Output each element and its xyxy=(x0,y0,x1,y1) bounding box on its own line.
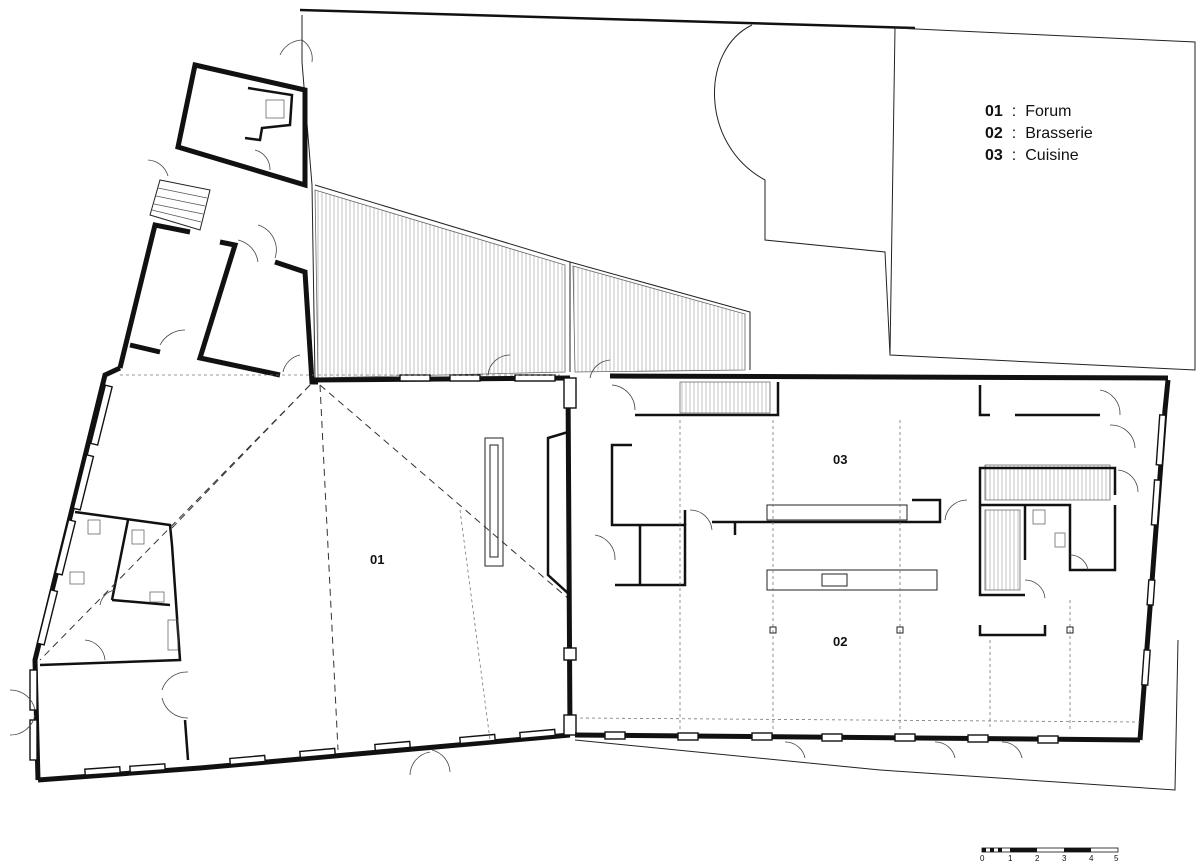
service-core xyxy=(978,385,1139,637)
scale-tick-0: 0 xyxy=(980,854,985,862)
site-outline xyxy=(299,8,1196,791)
legend-name: Brasserie xyxy=(1025,125,1093,142)
legend-code: 02 xyxy=(985,125,1003,142)
legend-name: Forum xyxy=(1025,103,1071,120)
legend-separator: : xyxy=(1012,103,1016,120)
kitchen-walls xyxy=(594,381,968,591)
north-facade xyxy=(311,354,1169,383)
room-label-02: 02 xyxy=(833,634,847,649)
west-facade xyxy=(9,365,122,781)
scale-tick-1: 1 xyxy=(1008,854,1013,862)
room-label-03: 03 xyxy=(833,452,847,467)
wc-block xyxy=(39,510,190,761)
left-stair xyxy=(147,159,211,231)
left-wing-walls xyxy=(117,222,318,385)
east-facade xyxy=(1137,379,1171,741)
scale-tick-3: 3 xyxy=(1062,854,1067,862)
central-partition xyxy=(484,377,577,736)
legend-code: 03 xyxy=(985,147,1003,164)
annex-block xyxy=(175,39,313,189)
scale-bar: 0 1 2 3 4 5 xyxy=(980,847,1119,862)
legend: 01 : Forum 02 : Brasserie 03 : Cuisine xyxy=(985,103,1093,164)
legend-entry-02: 02 : Brasserie xyxy=(985,125,1093,142)
scale-tick-4: 4 xyxy=(1089,854,1094,862)
legend-code: 01 xyxy=(985,103,1003,120)
legend-entry-01: 01 : Forum xyxy=(985,103,1071,120)
column-grid xyxy=(579,420,1141,730)
terrace-hatch xyxy=(314,189,746,379)
scale-tick-2: 2 xyxy=(1035,854,1040,862)
legend-separator: : xyxy=(1012,147,1016,164)
south-facade-forum xyxy=(37,728,571,783)
legend-name: Cuisine xyxy=(1025,147,1078,164)
forum-structure xyxy=(39,374,571,751)
room-label-01: 01 xyxy=(370,552,384,567)
legend-separator: : xyxy=(1012,125,1016,142)
south-facade-brasserie xyxy=(574,731,1141,759)
legend-entry-03: 03 : Cuisine xyxy=(985,147,1079,164)
scale-tick-5: 5 xyxy=(1114,854,1119,862)
